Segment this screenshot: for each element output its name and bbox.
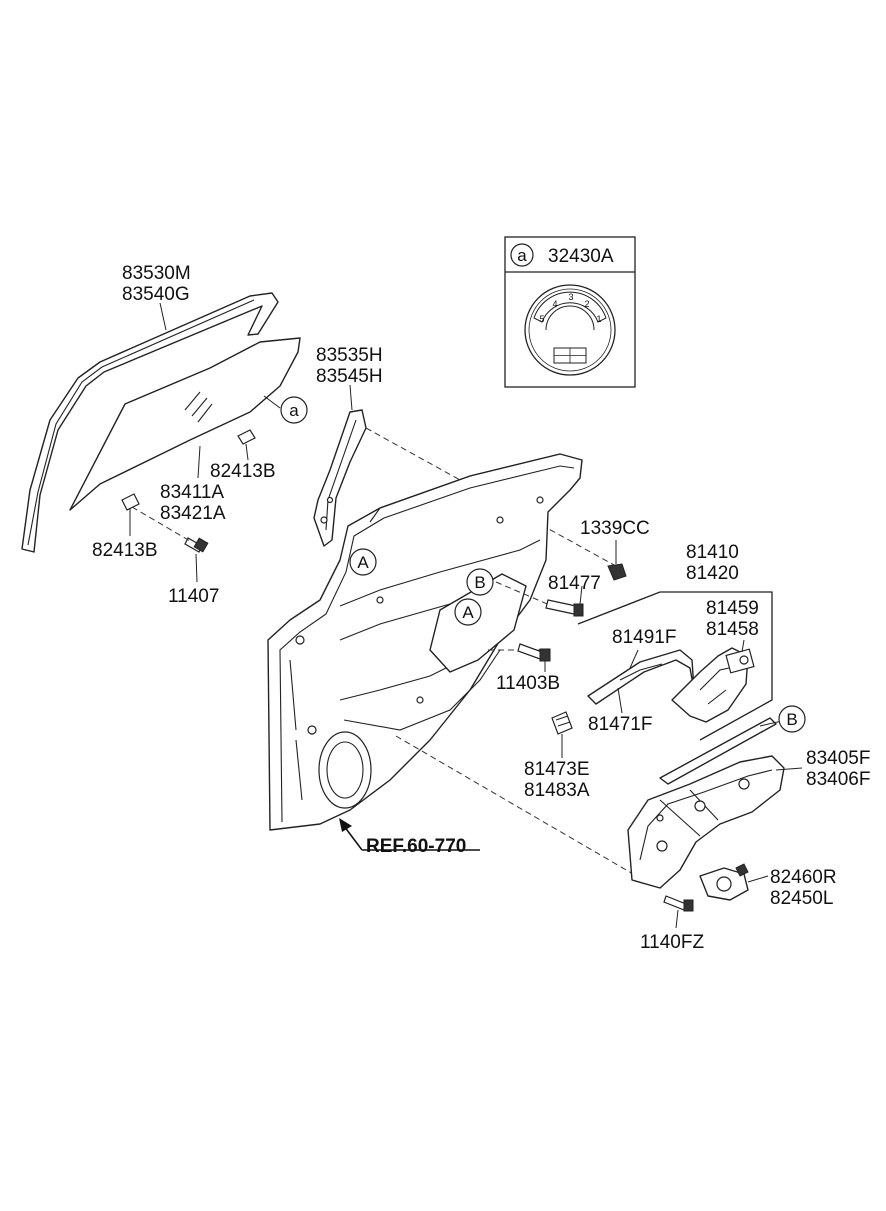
label-82413B-left: 82413B — [92, 540, 158, 561]
bolt-11403B-icon — [517, 643, 551, 662]
label-82413B-top: 82413B — [210, 461, 276, 482]
latch-assembly-box — [577, 591, 773, 741]
label-11407: 11407 — [168, 586, 219, 607]
label-83411A: 83411A — [160, 482, 224, 503]
dial-number-4: 4 — [552, 299, 557, 309]
label-82460R: 82460R — [770, 867, 837, 888]
bolt-11407-icon — [184, 537, 209, 553]
label-1140FZ: 1140FZ — [640, 932, 704, 953]
callout-a-glass: a — [280, 396, 308, 424]
label-81458: 81458 — [706, 619, 759, 640]
label-82450L: 82450L — [770, 888, 833, 909]
window-regulator-part — [627, 717, 785, 889]
label-81410: 81410 — [686, 542, 739, 563]
label-83545H: 83545H — [316, 366, 383, 387]
leader-lines — [129, 302, 803, 929]
cable-81491F-icon — [587, 649, 695, 705]
callout-B-plate: B — [466, 568, 494, 596]
callout-A-plate: A — [454, 598, 482, 626]
dial-number-3: 3 — [568, 292, 573, 302]
label-11403B: 11403B — [496, 673, 560, 694]
glass-clip-left-icon — [121, 493, 140, 511]
svg-text:a: a — [289, 401, 299, 420]
glass-clip-top-icon — [237, 429, 256, 445]
svg-text:A: A — [462, 603, 474, 622]
dial-label-icon: 5 4 3 2 1 — [524, 284, 616, 376]
label-81483A: 81483A — [524, 780, 590, 801]
callout-B-regulator: B — [778, 705, 806, 733]
door-glass-part — [69, 337, 301, 511]
label-ref: REF.60-770 — [366, 836, 466, 857]
label-81473E: 81473E — [524, 759, 590, 780]
dial-number-2: 2 — [584, 299, 589, 309]
front-channel-part — [313, 409, 367, 547]
bolt-81477-icon — [545, 599, 584, 617]
inset-part-number: 32430A — [548, 246, 614, 267]
regulator-motor-icon — [699, 863, 749, 901]
inset-marker: a — [517, 246, 527, 265]
label-81471F: 81471F — [588, 714, 652, 735]
label-83406F: 83406F — [806, 769, 870, 790]
clip-81473E-icon — [551, 711, 573, 735]
label-81477: 81477 — [548, 573, 601, 594]
svg-text:B: B — [786, 710, 797, 729]
callout-A-door: A — [349, 548, 377, 576]
dial-number-1: 1 — [596, 314, 601, 324]
label-83405F: 83405F — [806, 748, 870, 769]
inset-marker-circle — [510, 243, 534, 267]
mounting-plate-part — [429, 573, 527, 673]
label-83421A: 83421A — [160, 503, 226, 524]
inset-box: a 32430A 5 4 3 2 1 — [504, 236, 636, 388]
label-1339CC: 1339CC — [580, 518, 650, 539]
svg-text:A: A — [357, 553, 369, 572]
label-83530M: 83530M — [122, 263, 191, 284]
label-83535H: 83535H — [316, 345, 383, 366]
label-81420: 81420 — [686, 563, 739, 584]
label-81459: 81459 — [706, 598, 759, 619]
label-83540G: 83540G — [122, 284, 190, 305]
svg-text:B: B — [474, 573, 485, 592]
nut-1339CC-icon — [607, 563, 627, 581]
door-inner-panel-part — [267, 453, 583, 831]
bolt-1140FZ-icon — [663, 895, 694, 912]
dial-number-5: 5 — [539, 314, 544, 324]
ref-arrow-icon — [339, 818, 480, 851]
run-channel-part — [21, 292, 279, 553]
label-81491F: 81491F — [612, 627, 676, 648]
